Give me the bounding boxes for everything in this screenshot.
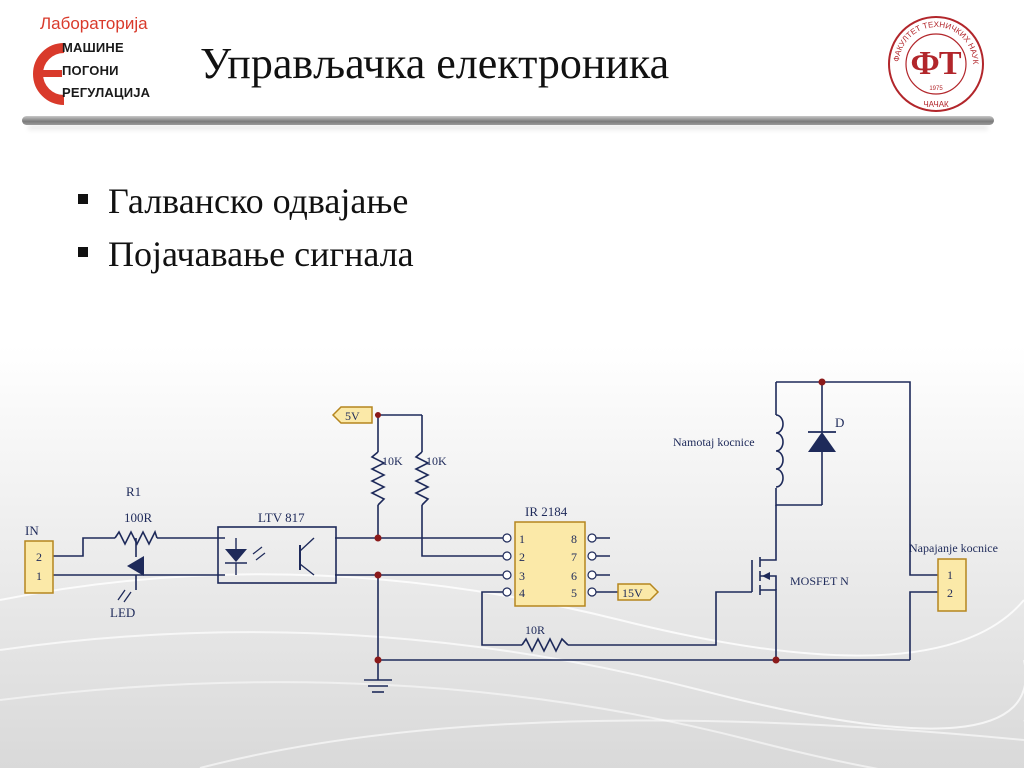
logo-city: ЧАЧАК [923,100,949,109]
schematic-wires [53,381,938,680]
bullet-text: Појачавање сигнала [108,234,414,274]
ic-pin-3: 3 [519,569,525,583]
ground-icon [364,679,392,693]
vdd-label: 15V [622,586,643,600]
logo-ftn-monogram: ФТ [910,45,961,82]
r1-label: R1 [126,484,141,499]
led-diode-icon: LED [110,538,144,620]
logo-e-mark-icon [33,43,65,105]
ic-pin-2: 2 [519,550,525,564]
logo-line-regulacija: РЕГУЛАЦИЈА [62,85,151,100]
pullup1-label: 10K [382,454,403,468]
brake-supply-connector: Napajanje kocnice 1 2 [909,541,998,612]
optocoupler-ltv817: LTV 817 [217,510,337,584]
ic-pin-7: 7 [571,550,577,564]
mosfet-label: MOSFET N [790,574,849,588]
gate-resistor-label: 10R [525,623,545,637]
in-pin-1: 1 [36,569,42,583]
out-pin-2: 2 [947,586,953,600]
in-pin-2: 2 [36,550,42,564]
pullup2-label: 10K [426,454,447,468]
coil-label: Namotaj kocnice [673,435,755,449]
vdd-15v-tag: 15V [617,583,660,601]
logo-line-pogoni: ПОГОНИ [62,63,119,78]
pullup-resistors [370,451,430,506]
resistor-r1: R1 100R [114,484,158,546]
bullet-text: Галванско одвајање [108,181,409,221]
r1-value: 100R [124,510,153,525]
ic-ir2184: IR 2184 1 2 3 4 8 7 6 5 [502,504,597,607]
out-connector-label: Napajanje kocnice [909,541,998,555]
ic-pin-4: 4 [519,586,525,600]
ic-label: IR 2184 [525,504,568,519]
ic-pin-5: 5 [571,586,577,600]
bullet-item: Појачавање сигнала [78,233,414,275]
logo-year: 1975 [929,86,943,92]
diode-label: D [835,415,844,430]
faculty-logo: ФАКУЛТЕТ ТЕХНИЧКИХ НАУКА ФТ 1975 ЧАЧАК [886,14,986,114]
slide-title: Управљачка електроника [200,39,670,88]
brake-coil-icon: Namotaj kocnice [673,414,784,488]
vcc-5v-tag: 5V [331,406,373,424]
bullet-square-icon [78,193,88,204]
laboratory-logo: Лабораторија МАШИНЕ ПОГОНИ РЕГУЛАЦИЈА [22,12,167,117]
ic-pin-6: 6 [571,569,577,583]
logo-lab-text: Лабораторија [40,14,148,33]
vcc-label: 5V [345,409,360,423]
bullet-item: Галванско одвајање [78,180,408,222]
mosfet-n-icon [751,555,777,595]
title-bar-shadow [28,125,988,130]
led-label: LED [110,605,135,620]
logo-line-mashine: МАШИНЕ [62,40,124,55]
in-connector-label: IN [25,523,39,538]
flyback-diode-icon: D [808,415,844,465]
opto-label: LTV 817 [258,510,305,525]
ic-pin-1: 1 [519,532,525,546]
ic-pin-8: 8 [571,532,577,546]
title-divider-bar [22,116,994,125]
bullet-square-icon [78,246,88,257]
junction-dots [374,378,826,664]
out-pin-1: 1 [947,568,953,582]
in-connector: IN 2 1 [24,523,54,594]
gate-resistor: 10R [521,623,569,653]
